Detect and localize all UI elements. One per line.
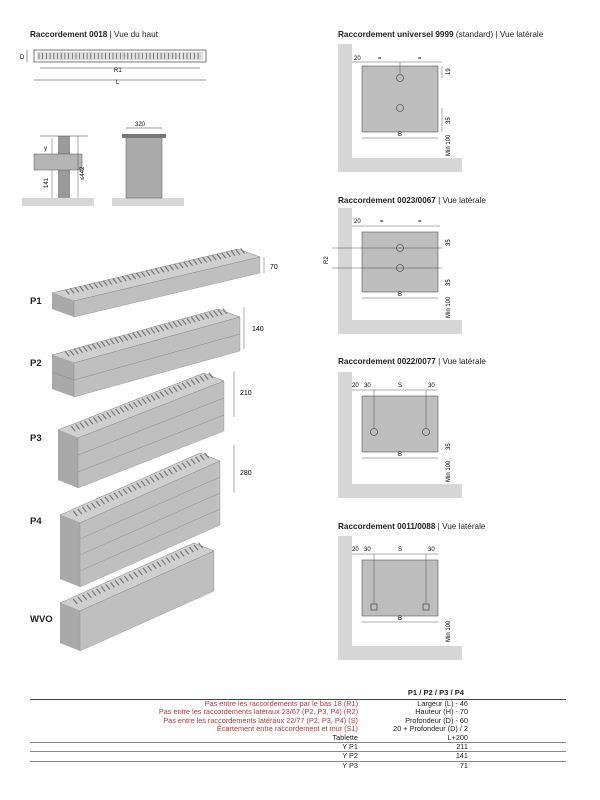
label-p2: P2 <box>30 358 42 369</box>
conn-0022-drawing: 20 30 S 30 35 B Min 100 <box>338 372 462 498</box>
table-header: P1 / P2 / P3 / P4 <box>407 688 464 697</box>
stack-p4: 280 <box>59 445 252 588</box>
svg-text:20: 20 <box>352 383 359 389</box>
svg-text:30: 30 <box>428 383 435 389</box>
dim-p3: 210 <box>240 390 252 397</box>
label-d: D <box>20 55 25 61</box>
conn-0022-title: Raccordement 0022/0077 | Vue latérale <box>338 357 486 366</box>
dim-p2: 140 <box>252 326 264 333</box>
dimensions-table: P1 / P2 / P3 / P4 Pas entre les raccorde… <box>30 688 566 770</box>
svg-text:20: 20 <box>354 219 361 225</box>
table-row: Pas entre les raccordements par le bas 1… <box>204 699 468 708</box>
svg-text:35: 35 <box>446 117 452 124</box>
svg-text:30: 30 <box>364 547 371 553</box>
top-view-title: Raccordement 0018 | Vue du haut <box>30 30 158 39</box>
top-view-drawing: D R1 L <box>20 49 207 86</box>
svg-text:35: 35 <box>446 239 452 246</box>
svg-text:Min 100: Min 100 <box>446 460 452 482</box>
label-wvo: WVO <box>30 614 53 625</box>
dim-p4: 280 <box>240 470 252 477</box>
table-row: Pas entre les raccordements latéraux 22/… <box>163 715 468 725</box>
svg-text:30: 30 <box>364 383 371 389</box>
svg-text:19: 19 <box>446 68 452 75</box>
svg-text:S: S <box>398 547 402 553</box>
label-320: 320 <box>135 122 146 128</box>
label-141: 141 <box>44 177 50 188</box>
conn-0023-drawing: 20 = = R2 35 35 B Min 100 <box>324 208 462 334</box>
svg-text:B: B <box>398 132 402 138</box>
svg-text:=: = <box>418 219 422 225</box>
stack-p2: 140 <box>51 307 264 398</box>
conn-0011-drawing: 20 30 S 30 B Min 100 <box>338 536 462 660</box>
svg-text:=: = <box>378 56 382 62</box>
table-row: Pas entre les raccordements latéraux 23/… <box>158 707 468 717</box>
svg-text:=: = <box>380 219 384 225</box>
label-p3: P3 <box>30 433 42 444</box>
section-view-drawing: y 141 ≤442 320 <box>22 122 184 206</box>
svg-text:Min 100: Min 100 <box>446 620 452 642</box>
conn-9999-title: Raccordement universel 9999 (standard) |… <box>338 30 544 39</box>
label-442: ≤442 <box>80 166 86 180</box>
svg-text:B: B <box>398 616 402 622</box>
svg-text:35: 35 <box>446 279 452 286</box>
conn-0011-title: Raccordement 0011/0088 | Vue latérale <box>338 522 486 531</box>
svg-text:35: 35 <box>446 443 452 450</box>
svg-text:20: 20 <box>354 56 361 62</box>
svg-text:Min 100: Min 100 <box>446 296 452 318</box>
label-r1: R1 <box>114 68 122 74</box>
svg-text:30: 30 <box>428 547 435 553</box>
label-p1: P1 <box>30 296 42 307</box>
dim-p1: 70 <box>270 264 278 271</box>
label-p4: P4 <box>30 516 42 527</box>
stack-wvo <box>59 542 215 652</box>
label-l: L <box>116 80 120 86</box>
product-stacks: 70 140 210 280 <box>51 248 278 652</box>
svg-text:20: 20 <box>352 547 359 553</box>
svg-text:B: B <box>398 452 402 458</box>
stack-p3: 210 <box>57 371 252 489</box>
svg-text:B: B <box>398 292 402 298</box>
svg-text:R2: R2 <box>324 256 330 264</box>
label-y: y <box>44 146 47 152</box>
conn-9999-drawing: 20 = = 19 35 B Min 100 <box>338 44 462 172</box>
svg-text:=: = <box>418 56 422 62</box>
table-row: Écartement entre raccordement et mur (S1… <box>216 724 468 734</box>
svg-text:S: S <box>398 383 402 389</box>
stack-p1: 70 <box>51 248 278 318</box>
conn-0023-title: Raccordement 0023/0067 | Vue latérale <box>338 196 486 205</box>
svg-text:Min 100: Min 100 <box>446 134 452 156</box>
